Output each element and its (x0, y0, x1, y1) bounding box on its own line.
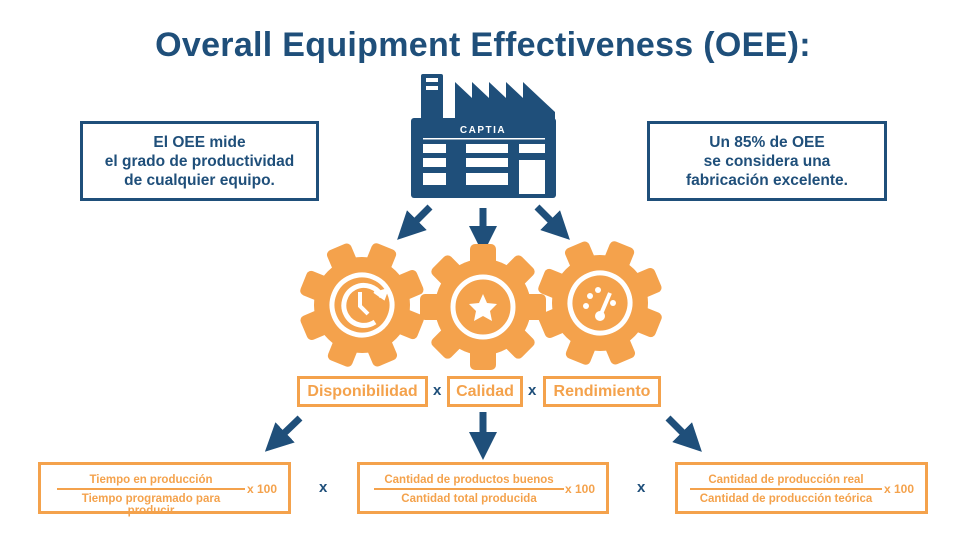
info-line: de cualquier equipo. (124, 171, 275, 189)
multiply-sign: x (528, 382, 537, 399)
formula-denominator: Cantidad total producida (401, 493, 537, 505)
formula-disponibilidad: Tiempo en producción Tiempo programado p… (38, 462, 291, 517)
arrow-icon (534, 204, 570, 240)
formula-rendimiento: Cantidad de producción real Cantidad de … (675, 462, 928, 514)
factor-label-disponibilidad: Disponibilidad (297, 376, 428, 407)
factory-icon: CAPTIA (411, 74, 556, 198)
formula-multiplier: x 100 (884, 482, 915, 496)
clock-refresh-icon (341, 282, 389, 328)
info-line: fabricación excelente. (686, 171, 848, 189)
page-title: Overall Equipment Effectiveness (OEE): (155, 26, 811, 64)
info-line: El OEE mide (153, 133, 246, 151)
formula-denominator: Cantidad de producción teórica (699, 493, 873, 505)
formula-multiplier: x 100 (247, 482, 278, 496)
multiply-sign: x (637, 479, 646, 496)
arrow-icon (264, 415, 303, 452)
formula-calidad: Cantidad de productos buenos Cantidad to… (357, 462, 609, 514)
multiply-sign: x (433, 382, 442, 399)
oee-definition-box: El OEE mide el grado de productividad de… (80, 121, 319, 201)
arrow-icon (397, 204, 433, 240)
info-line: se considera una (703, 152, 831, 170)
speedometer-icon (583, 287, 616, 321)
factory-brand: CAPTIA (460, 125, 506, 136)
multiply-sign: x (319, 479, 328, 496)
formula-numerator: Tiempo en producción (57, 474, 245, 490)
factor-label-calidad: Calidad (447, 376, 523, 407)
arrow-icon (665, 415, 702, 452)
oee-benchmark-box: Un 85% de OEE se considera una fabricaci… (647, 121, 887, 201)
star-icon (469, 294, 497, 321)
formula-numerator: Cantidad de producción real (690, 474, 882, 490)
formula-multiplier: x 100 (565, 482, 596, 496)
formula-numerator: Cantidad de productos buenos (374, 474, 564, 490)
formula-denominator: Tiempo programado para producir (81, 493, 221, 517)
info-line: el grado de productividad (104, 152, 295, 170)
factor-label-rendimiento: Rendimiento (543, 376, 661, 407)
info-line: Un 85% de OEE (709, 133, 825, 151)
